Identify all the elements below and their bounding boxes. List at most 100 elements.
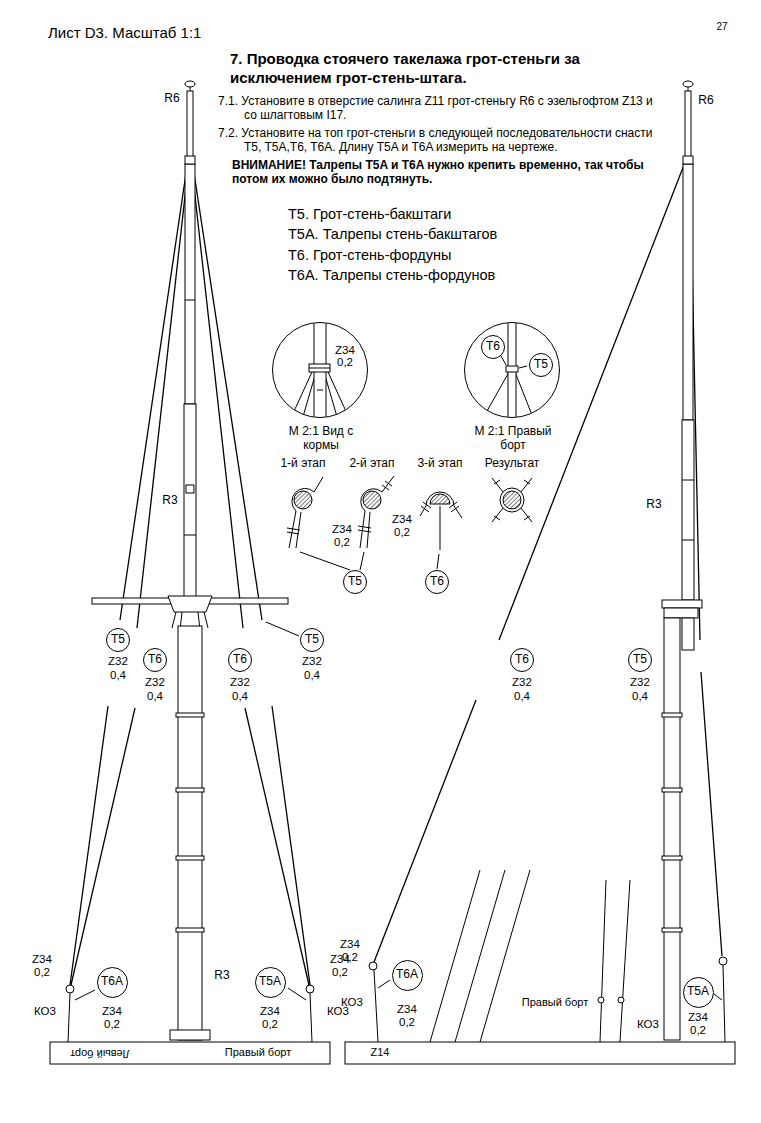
tying-stage-drawing (363, 491, 381, 509)
standing-rigging-rope (120, 160, 188, 620)
callout-circle: T6A (97, 967, 128, 998)
mast-stern-view (172, 612, 176, 628)
standing-rigging-rope (499, 165, 684, 640)
tying-stage-drawing (358, 530, 371, 532)
callout-number: T5 (348, 575, 362, 589)
tying-stage-drawing (382, 476, 394, 492)
part-number: Z32 (108, 655, 128, 669)
part-number: Z34 (102, 1005, 122, 1019)
mast-stern-view (176, 928, 204, 932)
side-label: Левый борт (70, 1046, 130, 1059)
mast-stern-view (184, 535, 196, 536)
thread-size: 0,2 (34, 966, 50, 980)
callout-circle: T5A (683, 977, 714, 1008)
leader-line (288, 988, 306, 1000)
tying-stage-drawing (314, 477, 323, 492)
standing-rigging-rope (71, 708, 135, 985)
tying-stage-drawing (382, 485, 389, 490)
rigging-key: T6. Грот-стень-фордуны (288, 247, 451, 264)
standing-rigging-rope (245, 708, 309, 985)
mast-side-view (345, 1042, 735, 1064)
part-number: Z34 (340, 938, 360, 952)
tying-stage-drawing (492, 508, 503, 522)
thread-size: 0,2 (104, 1018, 120, 1032)
mast-side-view (682, 540, 694, 541)
warning-text: ВНИМАНИЕ! Талрепы T5A и T6A нужно крепит… (232, 158, 658, 187)
callout-number: T5 (111, 633, 125, 647)
tying-stage-drawing (451, 506, 459, 512)
step-label: 2-й этап (349, 456, 394, 470)
rigging-key: T6A. Талрепы стень-фордунов (288, 267, 495, 284)
callout-circle: T5 (628, 648, 652, 672)
detail-view-circle: Z340,2M 2:1 Вид с кормы (272, 322, 368, 418)
deadeye-lanyard (68, 993, 70, 1042)
standing-rigging-rope (137, 160, 189, 628)
tying-stage-drawing (494, 480, 500, 484)
callout-number: T6 (486, 340, 500, 354)
callout-number: T6 (233, 653, 247, 667)
detail-view-drawing (317, 390, 323, 391)
leader-line (266, 622, 299, 636)
part-number: Z34 (32, 953, 52, 967)
standing-rigging-rope (70, 706, 108, 985)
tying-stage-drawing (521, 478, 532, 492)
other-rigging-rope (600, 880, 606, 1042)
deadeye-lanyard (66, 985, 74, 993)
leader-line (437, 554, 439, 569)
callout-number: T6A (396, 968, 418, 982)
mast-side-view (683, 156, 693, 164)
mast-stern-view (185, 300, 195, 301)
deadeye-lanyard (374, 970, 378, 1042)
tying-stage-drawing (361, 489, 382, 511)
callout-circle: T5 (343, 570, 367, 594)
callout-circle: T6 (481, 335, 505, 359)
mast-stern-view (176, 713, 204, 717)
leader-line (300, 552, 350, 570)
page-number: 27 (716, 21, 727, 33)
side-label: Правый борт (225, 1046, 291, 1059)
fitting-code: КО3 (34, 1005, 56, 1019)
tying-stage-drawing (292, 488, 314, 511)
part-number: Z32 (145, 676, 165, 690)
deadeye-lanyard (369, 957, 727, 1042)
thread-size: 0,2 (394, 526, 410, 540)
mast-side-view (664, 618, 680, 1040)
callout-circle: T5A (255, 967, 286, 998)
leader-line (300, 552, 439, 570)
part-number: R3 (646, 497, 661, 511)
part-number: Z34 (332, 523, 352, 537)
part-number: R3 (162, 493, 177, 507)
callout-circle: T6 (228, 648, 252, 672)
tying-stage-drawing (426, 492, 454, 506)
rigging-key: T5A. Талрепы стень-бакштагов (288, 226, 497, 243)
part-number: R6 (698, 93, 713, 107)
mast-stern-view (168, 596, 212, 612)
part-number: Z32 (512, 676, 532, 690)
tying-stage-drawing (494, 516, 500, 520)
mast-side-view (682, 480, 694, 481)
standing-rigging-rope (701, 672, 722, 956)
view-caption: M 2:1 Вид с кормы (275, 425, 367, 453)
thread-size: 0,4 (147, 690, 163, 704)
tying-stage-drawing (454, 506, 462, 518)
mast-side-view (682, 618, 694, 650)
tying-stage-drawing (521, 508, 532, 522)
detail-view-drawing (309, 364, 330, 372)
step-label: Результат (485, 456, 540, 470)
callout-circle: T5 (529, 353, 553, 377)
deadeye-lanyard (719, 957, 727, 965)
tying-stage-drawing (440, 506, 441, 550)
mast-side-view (664, 608, 698, 618)
tying-stage-drawing (287, 476, 532, 550)
mast-stern-view (178, 626, 202, 1040)
detail-view-drawing (519, 366, 527, 368)
mast-stern-view (170, 1030, 210, 1040)
tying-stage-drawing (287, 532, 299, 534)
deadeye-lanyard (723, 965, 725, 1042)
tying-stage-drawing (449, 502, 457, 508)
part-number: Z32 (302, 655, 322, 669)
other-rigging-rope (598, 997, 604, 1003)
mast-stern-view (204, 612, 208, 628)
deadeye-lanyard (369, 962, 377, 970)
other-rigging-rope (618, 997, 624, 1003)
